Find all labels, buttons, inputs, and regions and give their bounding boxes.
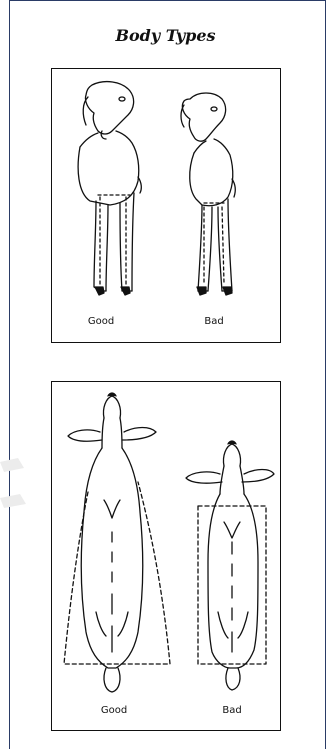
front-view-figure: Good Bad [51, 68, 281, 343]
good-label-top: Good [84, 705, 144, 716]
bad-label-front: Bad [184, 316, 244, 327]
bad-goat-top [186, 441, 274, 690]
top-view-illustration [52, 382, 282, 732]
top-view-figure: Good Bad [51, 381, 281, 731]
page-margin [0, 0, 8, 749]
bad-goat-front [181, 93, 235, 295]
page-title: Body Types [0, 26, 331, 45]
good-label-front: Good [71, 316, 131, 327]
watermark-fragment [0, 450, 40, 530]
bad-label-top: Bad [202, 705, 262, 716]
good-goat-top [64, 393, 170, 692]
front-view-illustration [52, 69, 282, 344]
good-goat-front [78, 82, 141, 295]
